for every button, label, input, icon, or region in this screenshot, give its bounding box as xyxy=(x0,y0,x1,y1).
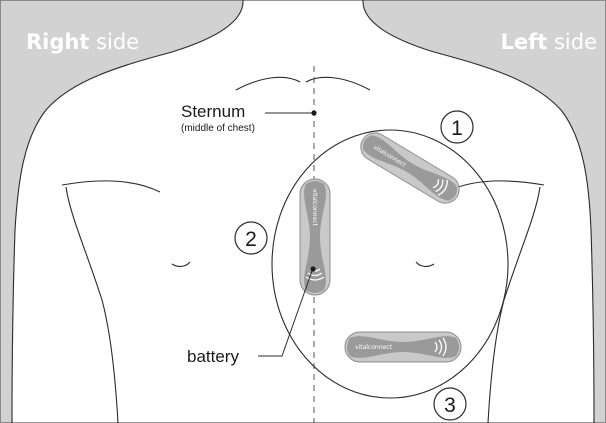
patch-2: vitalconnect xyxy=(300,179,330,295)
right-side-label: Right side xyxy=(26,30,139,54)
left-side-label: Left side xyxy=(500,30,597,54)
marker-2: 2 xyxy=(235,222,267,254)
patch-3-brand: vitalconnect xyxy=(355,344,392,351)
marker-1: 1 xyxy=(441,111,473,143)
battery-leader-dot xyxy=(310,266,315,271)
battery-label: battery xyxy=(187,347,239,366)
svg-text:2: 2 xyxy=(245,228,257,251)
marker-3: 3 xyxy=(434,388,466,420)
svg-text:3: 3 xyxy=(444,394,456,417)
sternum-note: (middle of chest) xyxy=(181,123,255,134)
sternum-leader-dot xyxy=(311,110,316,115)
patch-2-brand: vitalconnect xyxy=(311,189,318,226)
patch-3: vitalconnect xyxy=(345,332,461,362)
sternum-label: Sternum xyxy=(181,102,245,121)
svg-text:1: 1 xyxy=(451,117,463,140)
